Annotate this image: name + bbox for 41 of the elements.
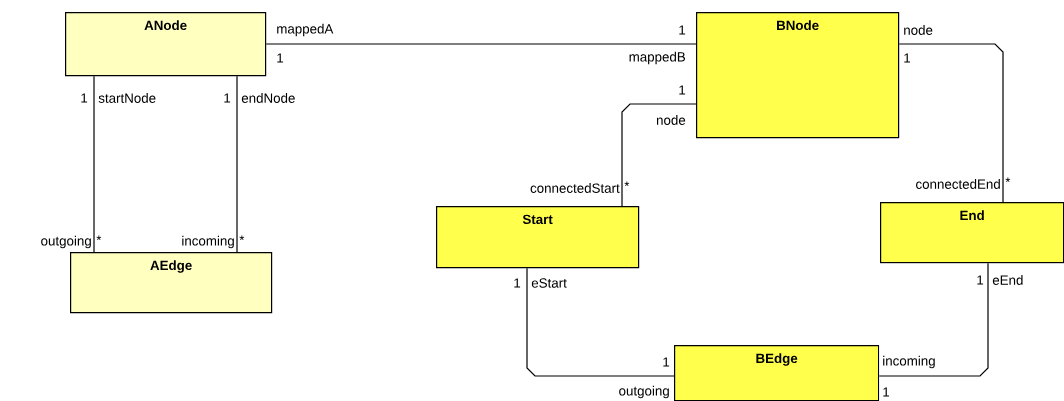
role-label: * <box>239 235 245 241</box>
association-line <box>878 262 989 377</box>
role-label: startNode <box>98 93 156 103</box>
role-label: outgoing <box>41 235 91 249</box>
role-label: * <box>624 181 630 187</box>
role-label: 1 <box>663 357 670 367</box>
class-box: Start <box>436 206 640 269</box>
association-line <box>236 75 238 253</box>
role-label: 1 <box>977 275 984 285</box>
role-label: 1 <box>904 53 911 63</box>
role-label: * <box>1005 177 1011 183</box>
class-box: BEdge <box>674 345 880 401</box>
role-label: outgoing <box>619 385 669 399</box>
role-label: connectedEnd <box>916 179 1000 189</box>
role-label: 1 <box>81 93 88 103</box>
role-label: incoming <box>182 235 234 249</box>
role-label: connectedStart <box>530 183 620 193</box>
role-label: mappedB <box>629 51 686 65</box>
role-label: 1 <box>679 85 686 95</box>
role-label: 1 <box>277 53 284 63</box>
role-label: eStart <box>531 278 567 288</box>
role-label: 1 <box>224 93 231 103</box>
association-line <box>898 43 1004 203</box>
role-label: mappedA <box>277 23 334 37</box>
role-label: node <box>656 115 686 125</box>
class-box: AEdge <box>70 252 273 314</box>
association-line <box>265 43 697 45</box>
role-label: 1 <box>679 25 686 35</box>
role-label: node <box>904 25 933 35</box>
association-line <box>93 75 95 253</box>
role-label: 1 <box>514 278 521 288</box>
association-line <box>526 267 675 377</box>
association-line <box>621 103 697 207</box>
class-box: ANode <box>65 12 267 77</box>
role-label: 1 <box>883 387 890 397</box>
role-label: eEnd <box>992 275 1023 285</box>
class-box: BNode <box>696 12 900 139</box>
role-label: endNode <box>241 93 295 103</box>
role-label: * <box>96 235 102 241</box>
class-box: End <box>880 202 1064 264</box>
role-label: incoming <box>883 355 935 369</box>
